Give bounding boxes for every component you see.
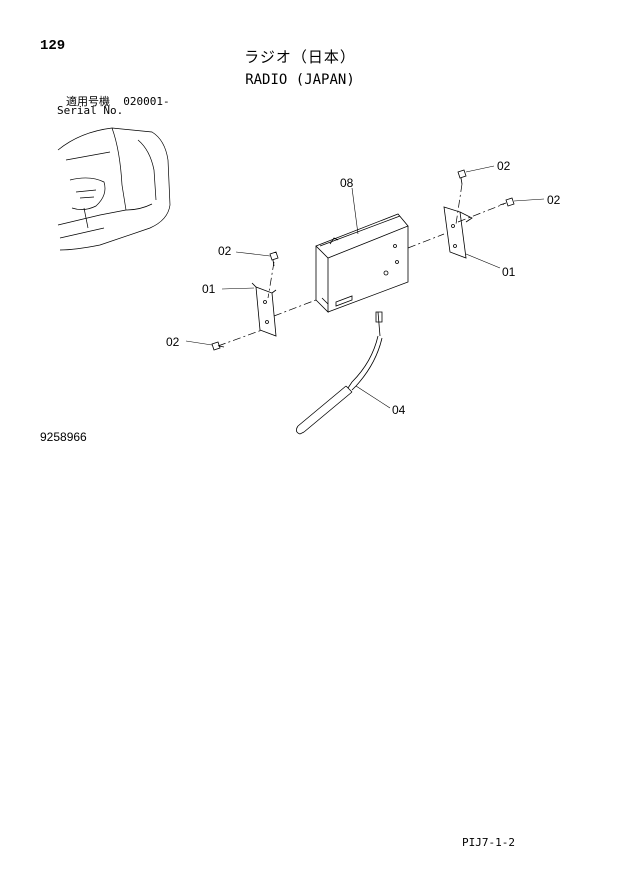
callout-bracket: 01	[502, 265, 516, 279]
bracket-left	[251, 282, 277, 337]
footer-code: PIJ7-1-2	[462, 836, 515, 849]
screw-2	[499, 197, 515, 207]
serial-label-japanese: 適用号機 020001-	[66, 93, 170, 109]
screw-1	[457, 169, 467, 185]
callout-screw: 02	[166, 335, 180, 349]
page-number: 129	[40, 38, 66, 54]
title-japanese: ラジオ（日本）	[244, 48, 356, 66]
callout-radio: 08	[340, 176, 354, 190]
screw-4	[211, 341, 225, 351]
leader-lines	[185, 165, 545, 409]
locator-thumbnail	[57, 127, 171, 251]
serial-japanese-label: 適用号機	[66, 95, 110, 108]
serial-value: 020001-	[123, 95, 170, 108]
callout-bracket: 01	[202, 282, 216, 296]
callout-antenna-cable: 04	[392, 403, 406, 417]
callout-screw: 02	[218, 244, 232, 258]
drawing-number: 9258966	[40, 430, 87, 444]
serial-label-english: Serial No.	[57, 104, 124, 117]
callout-screw: 02	[547, 193, 561, 207]
assembly-lines	[217, 183, 505, 347]
bracket-right	[443, 206, 473, 259]
title-english: RADIO (JAPAN)	[245, 72, 355, 88]
antenna-cable	[296, 311, 383, 435]
radio-unit	[315, 213, 409, 313]
callout-screw: 02	[497, 159, 511, 173]
